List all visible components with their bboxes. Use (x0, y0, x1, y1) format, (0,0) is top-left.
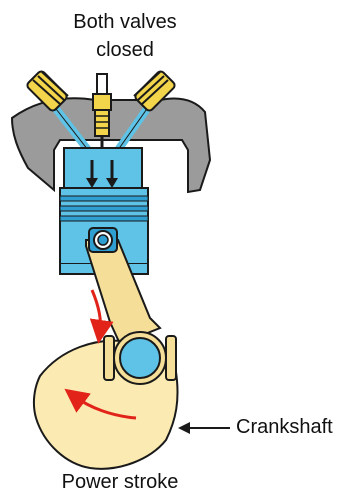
caption-power-stroke: Power stroke (20, 470, 220, 494)
wrist-pin (89, 228, 117, 252)
combustion-chamber (64, 148, 142, 188)
rod-motion-arrow (92, 290, 101, 332)
crankshaft-leader-arrowhead (178, 422, 190, 434)
crankshaft-label: Crankshaft (236, 415, 333, 439)
spark-plug (93, 74, 111, 159)
crank-pin (104, 332, 176, 384)
